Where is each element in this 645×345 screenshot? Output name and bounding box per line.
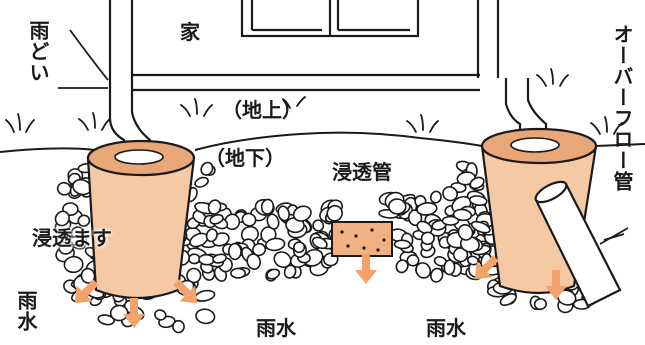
gravel-stone bbox=[109, 304, 129, 322]
gravel-stone bbox=[283, 264, 297, 279]
gravel-stone bbox=[227, 242, 242, 261]
gravel-stone bbox=[58, 240, 75, 255]
gravel-stone bbox=[469, 176, 485, 190]
house bbox=[125, 0, 500, 92]
grass bbox=[5, 68, 623, 135]
gravel-stone bbox=[470, 220, 491, 234]
gravel-stone bbox=[457, 224, 474, 241]
infiltration-basin-left bbox=[86, 139, 196, 300]
rainwater-label-center: 雨水 bbox=[256, 316, 296, 340]
above-ground-label: （地上） bbox=[222, 98, 302, 122]
gravel-stone bbox=[420, 231, 435, 246]
gravel-stone bbox=[406, 254, 420, 267]
gravel-stone bbox=[207, 199, 222, 215]
gravel-stone bbox=[326, 204, 343, 222]
below-ground-label: （地下） bbox=[205, 146, 285, 170]
rainwater-arrow bbox=[545, 270, 567, 300]
gravel-stone bbox=[56, 181, 72, 196]
gravel-stone bbox=[209, 213, 224, 225]
gravel-stone bbox=[277, 205, 290, 222]
gravel-stone bbox=[407, 209, 423, 227]
overflow-pipe-label: オーバーフロー管 bbox=[610, 24, 634, 192]
rainwater-arrow bbox=[123, 298, 145, 328]
gravel-stone bbox=[77, 214, 91, 227]
gravel-stone bbox=[416, 202, 438, 216]
overflow-pointer bbox=[603, 233, 625, 241]
infiltration-pipe bbox=[331, 221, 393, 257]
gravel-stone bbox=[468, 195, 488, 207]
gravel-stone bbox=[466, 255, 479, 266]
gravel-stone bbox=[241, 212, 257, 227]
rainwater-label-left: 雨水 bbox=[14, 290, 38, 332]
gravel-stone bbox=[260, 198, 275, 215]
gravel-stone bbox=[452, 208, 473, 222]
gravel-stone bbox=[311, 236, 328, 250]
ground-line bbox=[0, 131, 645, 153]
gravel-stone bbox=[198, 253, 215, 266]
gravel-stone bbox=[252, 242, 267, 257]
rainwater-arrow bbox=[74, 279, 99, 304]
gravel-stone bbox=[292, 205, 312, 222]
gravel-stone bbox=[188, 253, 201, 265]
gravel-stone bbox=[273, 251, 292, 268]
house-label: 家 bbox=[180, 20, 200, 44]
gravel-stone bbox=[265, 237, 286, 252]
gravel-stone bbox=[499, 293, 517, 306]
gravel-stone bbox=[312, 219, 325, 232]
gravel-stone bbox=[97, 314, 115, 326]
gravel-stone bbox=[533, 298, 547, 311]
gravel-stone bbox=[266, 268, 281, 280]
gravel-stone bbox=[205, 228, 218, 243]
infiltration-pipe-label: 浸透管 bbox=[332, 160, 392, 184]
gravel-stone bbox=[63, 255, 84, 274]
gravel-stone bbox=[429, 190, 442, 204]
gravel-stone bbox=[430, 267, 444, 283]
gravel-stone bbox=[246, 253, 262, 270]
gravel-stone bbox=[212, 253, 227, 264]
downspout-label: 雨どい bbox=[26, 20, 50, 83]
gravel-stone bbox=[442, 186, 458, 202]
rainwater-label-right: 雨水 bbox=[426, 316, 466, 340]
rainwater-arrow bbox=[355, 254, 377, 284]
gravel-stone bbox=[293, 241, 306, 254]
window bbox=[240, 0, 420, 38]
gravel-stone bbox=[415, 262, 432, 279]
downspout-pointer-curve bbox=[69, 29, 109, 81]
rainwater-arrow bbox=[474, 255, 499, 280]
gravel-stone bbox=[54, 210, 70, 227]
gravel-stone bbox=[416, 220, 433, 235]
gravel-stone bbox=[395, 259, 409, 274]
gravel-stone bbox=[388, 198, 407, 215]
gravel-stone bbox=[172, 319, 185, 334]
gravel-stone bbox=[230, 267, 247, 279]
gravel-stone bbox=[195, 308, 216, 325]
overflow-pipe bbox=[534, 180, 629, 308]
gravel-stone bbox=[194, 176, 209, 188]
downspout-left bbox=[108, 0, 152, 160]
gravel-stone bbox=[393, 239, 412, 250]
rainwater-arrows bbox=[74, 254, 567, 328]
gravel-stone bbox=[200, 161, 214, 176]
infiltration-basin-label: 浸透ます bbox=[32, 226, 112, 250]
gravel-stone bbox=[441, 215, 460, 226]
gravel-stone bbox=[194, 289, 216, 302]
gravel-stone bbox=[154, 309, 167, 321]
gravel-stone bbox=[186, 267, 202, 284]
rainwater-arrow bbox=[173, 279, 198, 304]
gravel-stone bbox=[443, 259, 456, 276]
